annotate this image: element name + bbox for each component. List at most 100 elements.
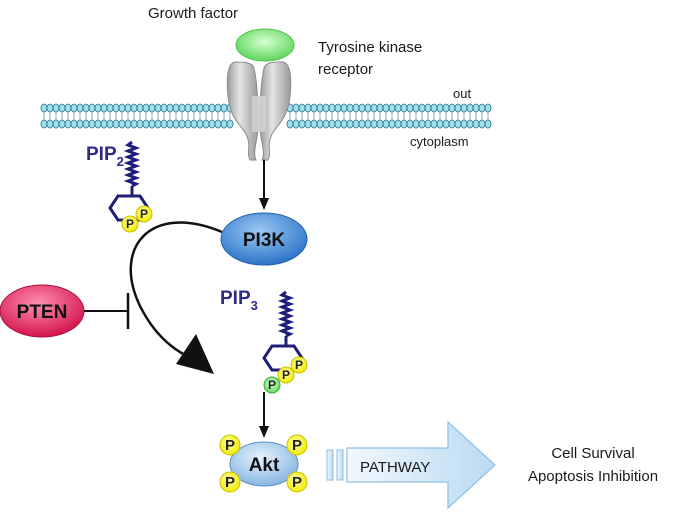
lipid-head: [358, 119, 366, 129]
lipid-head: [46, 119, 54, 129]
tyrosine-kinase-receptor: [226, 61, 292, 161]
lipid-head: [154, 119, 162, 129]
svg-text:P: P: [225, 437, 235, 454]
lipid-head: [172, 103, 180, 113]
lipid-head: [394, 103, 402, 113]
akt-phosphate-bottom-right: P: [286, 471, 308, 493]
svg-text:P: P: [268, 378, 276, 392]
lipid-head: [166, 119, 174, 129]
lipid-head: [52, 119, 60, 129]
lipid-head: [460, 119, 468, 129]
lipid-head: [478, 119, 486, 129]
lipid-head: [190, 119, 198, 129]
lipid-head: [310, 119, 318, 129]
cell-membrane: [40, 103, 492, 129]
out-label: out: [453, 86, 471, 101]
lipid-head: [46, 103, 54, 113]
svg-text:P: P: [126, 217, 134, 231]
lipid-head: [418, 119, 426, 129]
pip3-phosphate-1: P: [290, 356, 308, 374]
lipid-head: [358, 103, 366, 113]
outcome-line2: Apoptosis Inhibition: [528, 468, 658, 485]
lipid-head: [400, 119, 408, 129]
lipid-head: [202, 103, 210, 113]
svg-text:P: P: [225, 474, 235, 491]
lipid-head: [436, 103, 444, 113]
lipid-head: [460, 103, 468, 113]
lipid-head: [310, 103, 318, 113]
lipid-head: [454, 119, 462, 129]
lipid-head: [100, 103, 108, 113]
activation-arrow-pip3-akt: [259, 392, 269, 438]
lipid-head: [304, 119, 312, 129]
lipid-head: [364, 103, 372, 113]
akt-label: Akt: [249, 455, 280, 476]
pathway-label: PATHWAY: [360, 459, 430, 476]
pten-inhibition-line: [84, 293, 130, 329]
cytoplasm-label: cytoplasm: [410, 134, 469, 149]
lipid-head: [94, 119, 102, 129]
lipid-head: [430, 119, 438, 129]
lipid-head: [406, 119, 414, 129]
lipid-head: [388, 119, 396, 129]
pip2-phosphate-1: P: [135, 205, 153, 223]
pip2-phosphate-2: P: [121, 215, 139, 233]
lipid-head: [442, 103, 450, 113]
lipid-head: [142, 103, 150, 113]
lipid-head: [418, 103, 426, 113]
growth-factor-ligand: [235, 28, 295, 62]
lipid-head: [142, 119, 150, 129]
pip3-label: PIP3: [220, 288, 258, 313]
lipid-head: [106, 119, 114, 129]
lipid-head: [40, 119, 48, 129]
lipid-head: [466, 103, 474, 113]
lipid-head: [220, 103, 228, 113]
lipid-head: [322, 119, 330, 129]
lipid-head: [376, 119, 384, 129]
lipid-head: [64, 103, 72, 113]
lipid-head: [382, 103, 390, 113]
lipid-head: [466, 119, 474, 129]
lipid-head: [208, 103, 216, 113]
lipid-head: [424, 103, 432, 113]
lipid-head: [70, 119, 78, 129]
svg-text:P: P: [282, 368, 290, 382]
lipid-head: [454, 103, 462, 113]
receptor-label-line1: Tyrosine kinase: [318, 39, 422, 56]
lipid-head: [292, 119, 300, 129]
akt-phosphate-top-right: P: [286, 434, 308, 456]
lipid-head: [118, 119, 126, 129]
pten-label: PTEN: [17, 302, 68, 323]
lipid-head: [178, 119, 186, 129]
lipid-head: [178, 103, 186, 113]
lipid-head: [94, 103, 102, 113]
lipid-head: [214, 103, 222, 113]
lipid-head: [316, 103, 324, 113]
svg-text:P: P: [140, 207, 148, 221]
svg-text:P: P: [295, 358, 303, 372]
lipid-head: [154, 103, 162, 113]
lipid-head: [394, 119, 402, 129]
lipid-head: [226, 119, 234, 129]
lipid-head: [196, 103, 204, 113]
lipid-head: [484, 103, 492, 113]
lipid-head: [88, 103, 96, 113]
lipid-head: [112, 119, 120, 129]
svg-text:P: P: [292, 437, 302, 454]
lipid-head: [298, 119, 306, 129]
lipid-head: [412, 119, 420, 129]
lipid-head: [136, 119, 144, 129]
svg-text:P: P: [292, 474, 302, 491]
lipid-head: [88, 119, 96, 129]
lipid-head: [334, 103, 342, 113]
lipid-head: [58, 103, 66, 113]
lipid-head: [52, 103, 60, 113]
lipid-head: [124, 103, 132, 113]
lipid-head: [112, 103, 120, 113]
lipid-head: [76, 103, 84, 113]
lipid-head: [208, 119, 216, 129]
lipid-head: [202, 119, 210, 129]
akt-phosphate-top-left: P: [219, 434, 241, 456]
lipid-head: [412, 103, 420, 113]
